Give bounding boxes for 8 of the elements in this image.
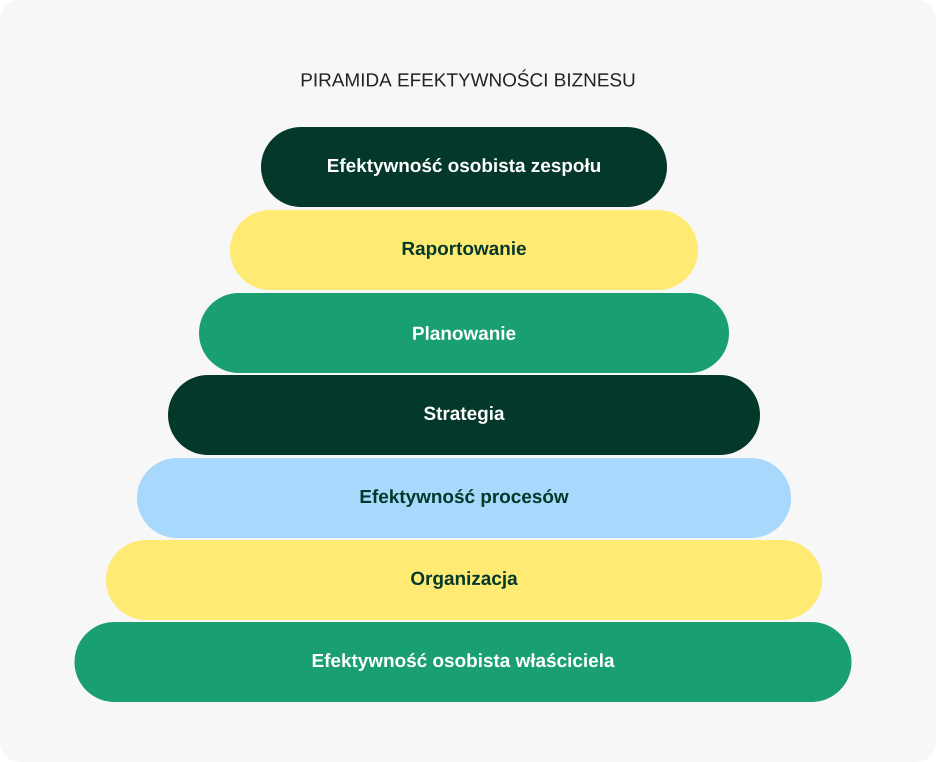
pyramid-level: Planowanie (199, 293, 729, 373)
pyramid-level: Efektywność osobista zespołu (261, 127, 667, 207)
pyramid-level: Strategia (168, 375, 760, 455)
pyramid-level: Efektywność procesów (137, 458, 791, 538)
pyramid-level: Efektywność osobista właściciela (74, 622, 852, 702)
title: PIRAMIDA EFEKTYWNOŚCI BIZNESU (302, 69, 634, 87)
pyramid-level: Organizacja (106, 540, 822, 620)
pyramid-level: Raportowanie (230, 210, 698, 290)
